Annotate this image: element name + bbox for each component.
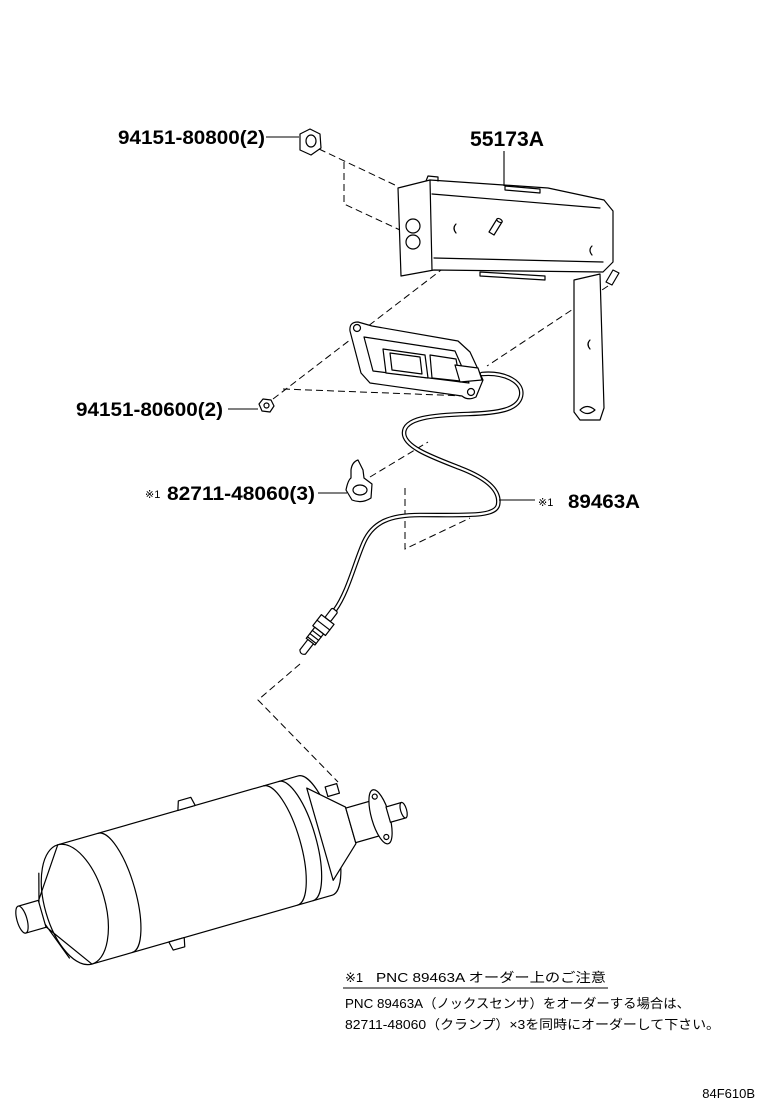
clamp-loop	[352, 484, 368, 496]
converter-bracket-side	[168, 936, 186, 951]
converter-band-left	[97, 832, 142, 954]
bracket-bend-top	[431, 193, 601, 209]
bracket-hole-lower	[405, 234, 421, 250]
sensor-boss	[324, 783, 341, 798]
guide-line-nut-to-unit	[282, 388, 467, 397]
outlet-pipe-end	[15, 905, 29, 934]
bracket-slot-left	[453, 223, 457, 234]
sensor-control-unit	[349, 321, 484, 400]
order-note: ※1 PNC 89463A オーダー上のご注意 PNC 89463A（ノックスセ…	[343, 970, 720, 1032]
cable-clamp	[345, 459, 373, 503]
guide-line-nut-to-stud	[272, 230, 493, 400]
unit-mount-ear-left	[352, 323, 362, 333]
inlet-flange-bolt-bottom	[383, 833, 390, 841]
bracket-leg-slot	[587, 339, 591, 350]
bracket-stud-left-end	[496, 217, 503, 224]
bracket-slot-bottom	[479, 271, 546, 281]
bracket-55173a	[397, 175, 620, 421]
bolt-head	[305, 134, 317, 148]
unit-cable-boot	[454, 364, 483, 383]
probe-tip	[299, 638, 314, 655]
nut-bore	[263, 402, 270, 409]
bracket-slot-top	[504, 185, 541, 194]
nut-icon	[258, 398, 275, 413]
bracket-tab	[425, 175, 439, 182]
inlet-flange-bolt-top	[371, 793, 378, 800]
inlet-stub-end	[399, 801, 408, 819]
bracket-body	[397, 179, 614, 277]
exhaust-converter	[15, 775, 408, 966]
bolt-icon	[299, 128, 322, 156]
figure-code: 84F610B	[702, 1086, 755, 1101]
guide-line-clamp-to-cable-lower	[404, 488, 471, 550]
unit-mount-ear-right	[466, 387, 476, 397]
nox-sensor-probe	[299, 607, 338, 655]
bracket-hole-upper	[405, 218, 421, 234]
converter-band-right-b	[278, 780, 323, 902]
callout-clamp-mark: ※1	[145, 489, 160, 501]
sensor-cable-core	[333, 372, 523, 612]
bracket-bend-bottom	[433, 257, 604, 263]
note-line-2: 82711-48060（クランプ）×3を同時にオーダーして下さい。	[345, 1017, 720, 1032]
note-line-1: PNC 89463A（ノックスセンサ）をオーダーする場合は、	[345, 996, 690, 1011]
probe-thread-lines	[306, 629, 322, 645]
callout-sensor-89463a: 89463A	[568, 492, 640, 513]
bracket-bend-vertical	[429, 179, 433, 271]
bracket-slot-right	[589, 245, 593, 256]
callout-bolt-80800: 94151-80800(2)	[118, 128, 265, 149]
bracket-stud-right	[605, 269, 620, 286]
callout-nut-80600: 94151-80600(2)	[76, 400, 223, 421]
bracket-leg-hole	[579, 405, 596, 415]
guide-line-bolt-to-bracket-top	[318, 148, 398, 187]
callout-sensor-mark: ※1	[538, 497, 553, 509]
converter-end-cone	[37, 844, 93, 965]
callout-bracket-55173a: 55173A	[470, 128, 544, 151]
unit-connector-a-inner	[389, 352, 423, 375]
note-heading: PNC 89463A オーダー上のご注意	[376, 970, 606, 985]
guide-line-clamp-to-cable	[369, 441, 429, 478]
note-mark: ※1	[345, 970, 363, 985]
guide-line-bolt-to-bracket-hole	[343, 162, 401, 231]
callout-clamp-82711: 82711-48060(3)	[167, 484, 315, 505]
probe-hex-edge	[316, 619, 331, 631]
inlet-reducer	[306, 787, 357, 881]
guide-line-sensor-to-exhaust	[257, 663, 339, 783]
converter-band-right-a	[262, 785, 307, 906]
converter-bracket-top	[177, 796, 196, 812]
sensor-cable	[332, 371, 524, 613]
